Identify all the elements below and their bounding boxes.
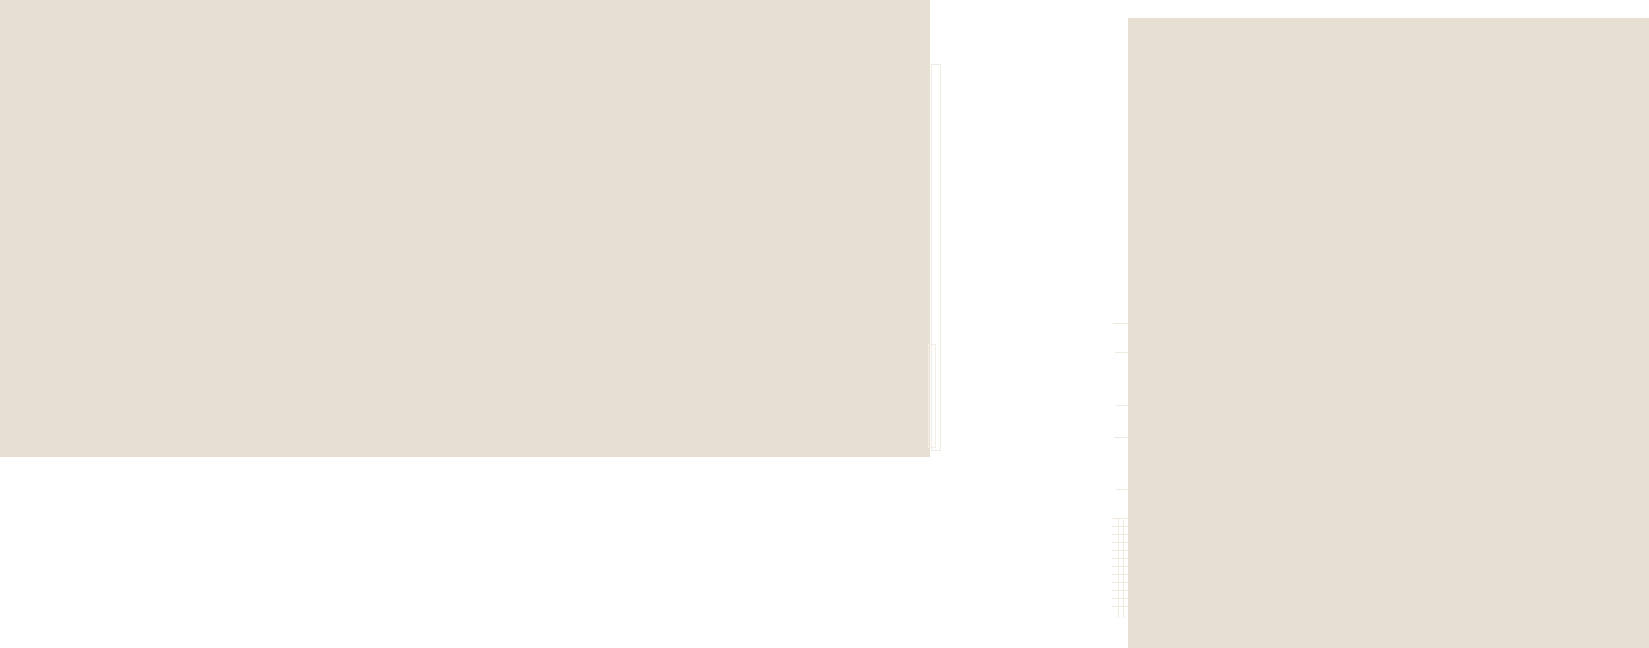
faint-vertical-line: [1123, 520, 1124, 618]
faint-tick-mark: [1116, 405, 1128, 406]
faint-line: [1112, 590, 1128, 591]
faint-tick-mark: [1113, 323, 1128, 324]
faint-line: [1112, 582, 1128, 583]
faint-line: [1112, 598, 1128, 599]
faint-vertical-line: [1118, 518, 1119, 618]
faint-line: [1112, 574, 1128, 575]
faint-tick-mark: [1114, 437, 1128, 438]
faint-line: [1112, 534, 1128, 535]
faint-line: [1112, 558, 1128, 559]
left-content-panel: [0, 0, 930, 457]
left-panel-edge-outline-inner: [928, 344, 936, 448]
faint-tick-mark: [1115, 352, 1128, 353]
faint-line: [1112, 518, 1128, 519]
right-content-panel: [1128, 18, 1649, 648]
faint-line: [1112, 566, 1128, 567]
faint-line: [1112, 526, 1128, 527]
faint-line: [1112, 606, 1128, 607]
faint-tick-mark: [1116, 489, 1128, 490]
faint-line: [1112, 542, 1128, 543]
left-panel-edge-outline: [931, 64, 941, 451]
faint-line-stack: [1112, 518, 1128, 614]
faint-line: [1112, 550, 1128, 551]
